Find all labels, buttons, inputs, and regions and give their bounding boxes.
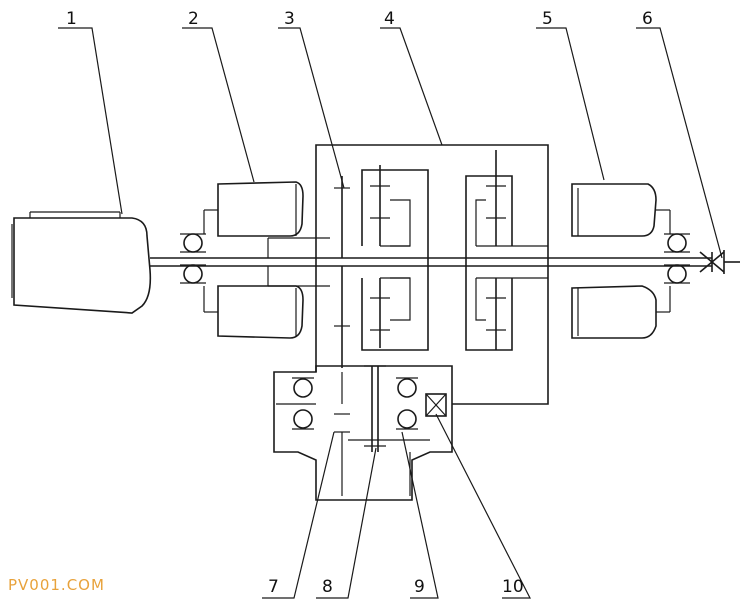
output-coupling bbox=[699, 250, 740, 274]
label-8: 8 bbox=[322, 577, 333, 597]
label-2: 2 bbox=[188, 9, 199, 29]
label-9: 9 bbox=[414, 577, 425, 597]
label-4: 4 bbox=[384, 9, 395, 29]
right-bearings bbox=[664, 233, 690, 284]
watermark: PV001.COM bbox=[8, 576, 105, 594]
label-3: 3 bbox=[284, 9, 295, 29]
left-motor bbox=[203, 181, 330, 339]
label-1: 1 bbox=[66, 9, 77, 29]
auxiliary-gearbox bbox=[273, 365, 453, 501]
main-shaft bbox=[150, 257, 712, 267]
label-5: 5 bbox=[542, 9, 553, 29]
engine-block bbox=[11, 211, 152, 314]
gearbox-housing bbox=[315, 144, 549, 405]
left-bearings bbox=[180, 233, 206, 284]
left-gear-set bbox=[334, 165, 429, 368]
leader-lines bbox=[58, 27, 723, 599]
label-7: 7 bbox=[268, 577, 279, 597]
part-labels: 1 2 3 4 5 6 7 8 9 10 bbox=[66, 9, 653, 597]
label-10: 10 bbox=[502, 577, 524, 597]
label-6: 6 bbox=[642, 9, 653, 29]
right-gear-set bbox=[465, 150, 548, 351]
right-motor bbox=[571, 183, 671, 339]
